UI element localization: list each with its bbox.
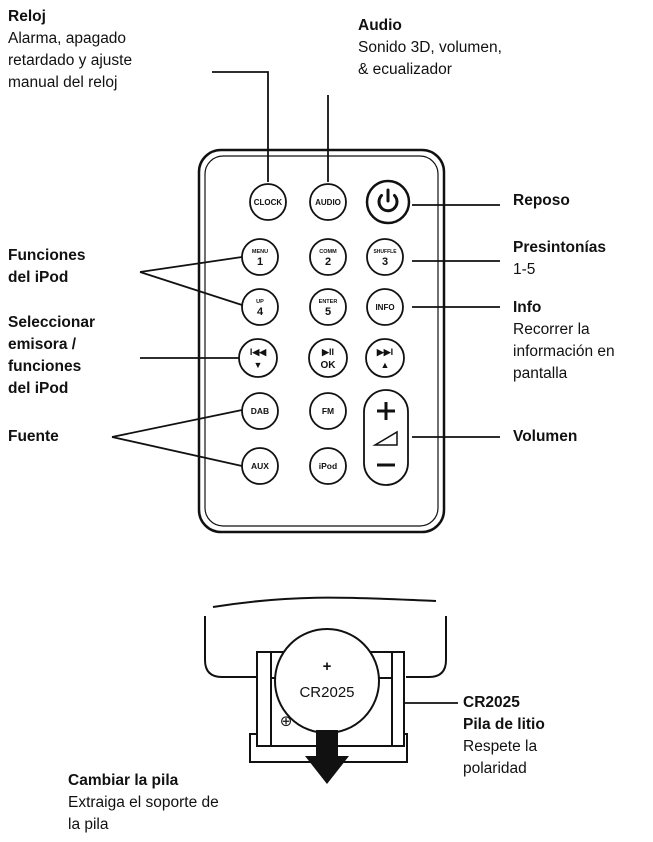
label-fuente: Fuente [8,426,59,448]
enter-number: 5 [325,306,331,318]
cr2025-line-4: polaridad [463,760,527,777]
up-arrow-icon: ▲ [381,360,390,370]
info-line-1: Recorrer la [513,321,590,338]
info-line-3: pantalla [513,365,568,382]
audio-label: AUDIO [315,198,341,207]
label-reloj: Reloj Alarma, apagado retardado y ajuste… [8,6,132,94]
seleccionar-line-1: Seleccionar [8,314,96,331]
seleccionar-line-3: funciones [8,358,82,375]
ipod-label: iPod [319,461,337,471]
audio-button[interactable] [309,183,347,221]
prev-icon: I◀◀ [250,347,267,357]
shuffle-number: 3 [382,256,388,268]
audio-title: Audio [358,17,402,34]
next-button[interactable] [365,338,405,378]
cambiar-line-1: Extraiga el soporte de [68,794,219,811]
seleccionar-line-4: del iPod [8,380,69,397]
enter-button[interactable] [309,288,347,326]
cambiar-title: Cambiar la pila [68,772,179,789]
play-ok-button[interactable] [308,338,348,378]
ipod-button[interactable] [309,447,347,485]
up-number: 4 [257,306,264,318]
dab-label: DAB [251,406,269,416]
reposo-title: Reposo [513,192,570,209]
battery-model-label: CR2025 [299,684,354,701]
leader-fuente-1 [111,409,243,438]
leader-lines [111,71,500,704]
audio-line-1: Sonido 3D, volumen, [358,39,502,56]
next-icon: ▶▶I [376,347,393,357]
volumen-title: Volumen [513,428,578,445]
label-seleccionar: Seleccionar emisora / funciones del iPod [8,312,95,400]
volume-icons [372,402,398,467]
polarity-icon: ⊕ [280,712,293,730]
fm-button[interactable] [309,392,347,430]
reloj-line-1: Alarma, apagado [8,30,127,47]
cambiar-line-2: la pila [68,816,109,833]
enter-label: ENTER [319,299,338,305]
reloj-title: Reloj [8,8,46,25]
reloj-line-2: retardado y ajuste [8,52,133,69]
comm-label: COMM [319,249,337,255]
audio-line-2: & ecualizador [358,61,452,78]
label-cambiar: Cambiar la pila Extraiga el soporte de l… [68,770,219,836]
dab-button[interactable] [241,392,279,430]
ok-label: OK [321,360,337,371]
leader-fuente-2 [111,436,243,467]
seleccionar-line-2: emisora / [8,336,77,353]
funciones-line-2: del iPod [8,269,69,286]
cr2025-line-2: Pila de litio [463,716,545,733]
comm-number: 2 [325,256,331,268]
cr2025-line-3: Respete la [463,738,538,755]
label-cr2025: CR2025 Pila de litio Respete la polarida… [463,692,545,780]
clock-button[interactable] [249,183,287,221]
leader-funciones-1 [139,256,243,273]
presintonias-line-1: 1-5 [513,261,536,278]
cr2025-line-1: CR2025 [463,694,520,711]
volume-rocker[interactable] [363,389,409,486]
down-arrow-icon: ▼ [254,360,263,370]
shuffle-button[interactable] [366,238,404,276]
info-line-2: información en [513,343,615,360]
label-audio: Audio Sonido 3D, volumen, & ecualizador [358,15,502,81]
menu-number: 1 [257,256,263,268]
comm-button[interactable] [309,238,347,276]
volume-ramp-icon [372,430,398,446]
up-label: UP [256,299,264,305]
up-button[interactable] [241,288,279,326]
label-funciones: Funciones del iPod [8,245,86,289]
presintonias-title: Presintonías [513,239,607,256]
info-title: Info [513,299,542,316]
funciones-line-1: Funciones [8,247,86,264]
label-info: Info Recorrer la información en pantalla [513,297,615,385]
shuffle-label: SHUFFLE [373,249,397,255]
fm-label: FM [322,406,334,416]
battery-holder [249,628,408,763]
label-volumen: Volumen [513,426,577,448]
info-label: INFO [375,303,394,312]
remote-body-inner [204,155,439,527]
label-reposo: Reposo [513,190,570,212]
remote-bottom-outline [212,596,437,608]
remote-bottom-shell [204,616,258,678]
play-pause-icon: ▶II [321,347,334,357]
leader-reloj [212,71,269,182]
aux-label: AUX [251,461,269,471]
clock-label: CLOCK [254,198,283,207]
leader-funciones-2 [139,271,243,306]
remote-bottom [204,596,447,678]
info-button[interactable] [366,288,404,326]
menu-label: MENU [252,249,268,255]
reloj-line-3: manual del reloj [8,74,118,91]
aux-button[interactable] [241,447,279,485]
battery-plus: + [323,658,332,675]
remove-arrow-icon [305,730,349,784]
prev-button[interactable] [238,338,278,378]
menu-button[interactable] [241,238,279,276]
power-icon [377,188,399,213]
fuente-title: Fuente [8,428,59,445]
label-presintonias: Presintonías 1-5 [513,237,606,281]
